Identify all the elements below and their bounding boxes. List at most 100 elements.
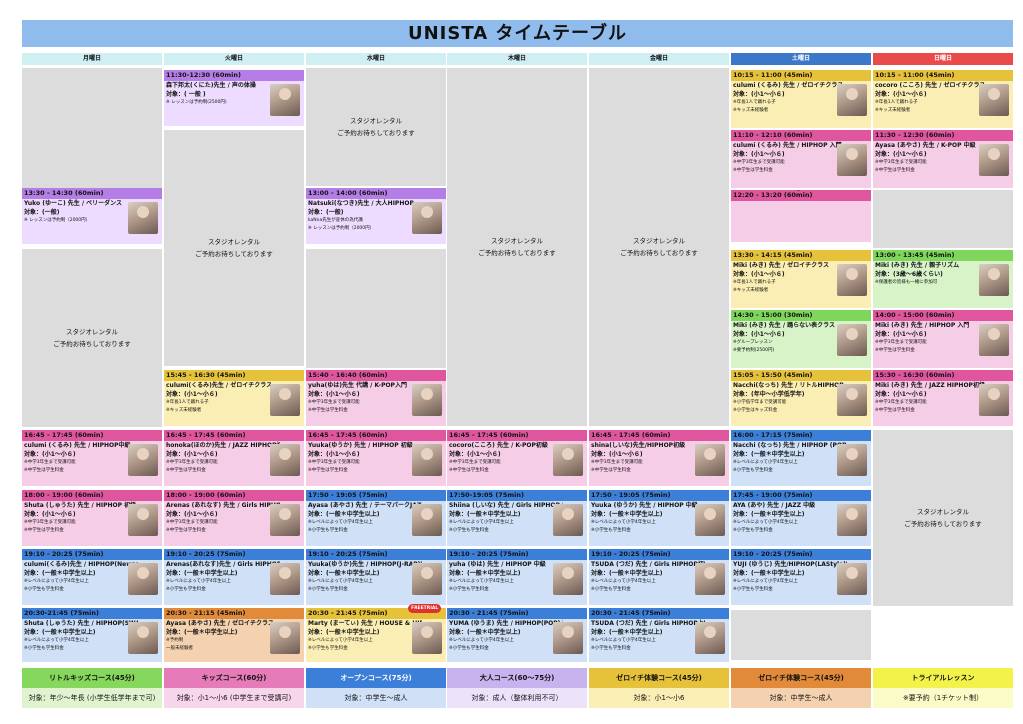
lesson-block[interactable]: 19:10 - 20:25 (75min)YUJI (ゆうじ) 先生/HIPHO… <box>731 549 871 605</box>
lesson-block[interactable]: 18:00 - 19:00 (60min)Arenas (あれなす) 先生 / … <box>164 490 304 546</box>
rental-block: スタジオレンタルご予約お待ちしております <box>22 249 162 427</box>
lesson-block[interactable]: 16:45 - 17:45 (60min)honoka(ほのか)先生 / JAZ… <box>164 430 304 486</box>
lesson-block[interactable]: 20:30 - 21:45 (75min)YUMA (ゆうま) 先生 / HIP… <box>447 608 587 662</box>
lesson-block[interactable]: 17:45 - 19:00 (75min)AYA (あや) 先生 / JAZZ … <box>731 490 871 546</box>
lesson-time: 15:45 - 16:30 (45min) <box>164 370 304 381</box>
lesson-target: 対象：(小1〜小６) <box>24 451 76 458</box>
lesson-block[interactable]: 15:05 - 15:50 (45min)Nacchi(なっち) 先生 / リト… <box>731 370 871 426</box>
lesson-block[interactable]: 11:30 - 12:30 (60min)Ayasa (あやさ) 先生 / K-… <box>873 130 1013 188</box>
lesson-note: ※年長1人で踊れる子 <box>733 100 776 105</box>
lesson-note: ※予約制 <box>166 638 184 643</box>
lesson-block[interactable]: 16:45 - 17:45 (60min)shina(しいな)先生/HIPHOP… <box>589 430 729 486</box>
rental-block: スタジオレンタルご予約お待ちしております <box>306 68 446 186</box>
lesson-block[interactable]: 20:30 - 21:45 (75min)TSUDA (つだ) 先生 / Gir… <box>589 608 729 662</box>
lesson-block[interactable]: 14:00 - 15:00 (60min)Miki (みき) 先生 / HIPH… <box>873 310 1013 368</box>
lesson-block[interactable]: 19:10 - 20:25 (75min)Yuuka(ゆうか)先生 / HIPH… <box>306 549 446 605</box>
lesson-block[interactable]: 15:30 - 16:30 (60min)Miki (みき) 先生 / JAZZ… <box>873 370 1013 426</box>
lesson-note: ※レベルによって小学4年生以上 <box>24 638 89 643</box>
lesson-note: ※レベルによって小学4年生以上 <box>733 520 798 525</box>
rental-note: ご予約お待ちしております <box>478 249 556 257</box>
teacher-photo <box>695 563 725 595</box>
teacher-photo <box>412 622 442 654</box>
lesson-block[interactable]: 19:10 - 20:25 (75min)TSUDA (つだ) 先生 / Gir… <box>589 549 729 605</box>
teacher-photo <box>837 563 867 595</box>
lesson-time: 20:30-21:45 (75min) <box>22 608 162 619</box>
teacher-photo <box>412 444 442 476</box>
lesson-block[interactable]: 19:10 - 20:25 (75min)Arenas(あれなす)先生 / Gi… <box>164 549 304 605</box>
lesson-block[interactable]: 17:50 - 19:05 (75min)Yuuka (ゆうか) 先生 / HI… <box>589 490 729 546</box>
rental-note: ご予約お待ちしております <box>53 340 131 348</box>
lesson-note: ※小学生も学生料金 <box>591 646 631 651</box>
lesson-block[interactable]: 11:30-12:30 (60min)森下邦太(くにた)先生 / 声の体操対象：… <box>164 70 304 126</box>
lesson-block[interactable]: 14:30 - 15:00 (30min)Miki (みき) 先生 / 踊らない… <box>731 310 871 368</box>
lesson-block[interactable]: 20:30 - 21:45 (75min)Marty (まーてぃ) 先生 / H… <box>306 608 446 662</box>
lesson-note: ※中学3年生まで受講可能 <box>166 520 218 525</box>
lesson-block[interactable]: 17:50 - 19:05 (75min)Ayasa (あやさ) 先生 / テー… <box>306 490 446 546</box>
lesson-note: ※中学3年生まで受講可能 <box>875 340 927 345</box>
lesson-block[interactable]: 12:20 - 13:20 (60min)coming soon… <box>731 190 871 242</box>
lesson-note: ※グループレッスン <box>733 340 773 345</box>
lesson-target: 対象：(一般＊中学生以上) <box>308 570 380 577</box>
lesson-teacher: Miki (みき) 先生 / JAZZ HIPHOP初級 <box>875 382 985 389</box>
lesson-block[interactable]: 13:00 - 14:00 (60min)Natsuki(なつき)先生 / 大人… <box>306 188 446 244</box>
lesson-block[interactable]: 16:45 - 17:45 (60min)culumi (くるみ) 先生 / H… <box>22 430 162 486</box>
lesson-teacher: YUJI (ゆうじ) 先生/HIPHOP(LAStyle)中級 <box>733 561 847 568</box>
teacher-photo <box>128 622 158 654</box>
lesson-block[interactable]: 20:30 - 21:15 (45min)Ayasa (あやさ) 先生 / ゼロ… <box>164 608 304 662</box>
rental-block: スタジオレンタルご予約お待ちしております <box>164 130 304 366</box>
lesson-note: ※中学3年生まで受講可能 <box>591 460 643 465</box>
teacher-photo <box>128 504 158 536</box>
lesson-note: ※年長1人で踊れる子 <box>733 280 776 285</box>
teacher-photo <box>270 504 300 536</box>
lesson-block[interactable]: 10:15 - 11:00 (45min)cocoro (こころ) 先生 / ゼ… <box>873 70 1013 128</box>
teacher-photo <box>270 384 300 416</box>
lesson-block[interactable]: 16:45 - 17:45 (60min)Yuuka(ゆうか) 先生 / HIP… <box>306 430 446 486</box>
legend-course: リトルキッズコース(45分) <box>22 668 162 688</box>
lesson-block[interactable]: 11:10 - 12:10 (60min)culumi (くるみ) 先生 / H… <box>731 130 871 188</box>
rental-note: ご予約お待ちしております <box>337 129 415 137</box>
teacher-photo <box>695 504 725 536</box>
lesson-block[interactable]: 13:30 - 14:15 (45min)Miki (みき) 先生 / ゼロイチ… <box>731 250 871 308</box>
lesson-block[interactable]: 17:50-19:05 (75min)Shiina (しいな) 先生 / Gir… <box>447 490 587 546</box>
lesson-block[interactable]: 19:10 - 20:25 (75min)culumi(くるみ)先生 / HIP… <box>22 549 162 605</box>
lesson-target: 対象：(小1〜小６) <box>591 451 643 458</box>
lesson-block[interactable]: 13:30 - 14:30 (60min)Yuko (ゆーこ) 先生 / ベリー… <box>22 188 162 244</box>
teacher-photo <box>979 324 1009 356</box>
lesson-block[interactable]: 15:45 - 16:30 (45min)culumi(くるみ)先生 / ゼロイ… <box>164 370 304 426</box>
teacher-photo <box>553 444 583 476</box>
lesson-target: 対象：(小1〜小６) <box>875 391 927 398</box>
lesson-block[interactable]: 20:30-21:45 (75min)Shuta (しゅうた) 先生 / HIP… <box>22 608 162 662</box>
lesson-block[interactable]: 15:40 - 16:40 (60min)yuha(ゆは)先生 代講 / K-P… <box>306 370 446 426</box>
teacher-photo <box>553 622 583 654</box>
teacher-photo <box>412 563 442 595</box>
lesson-block[interactable]: 19:10 - 20:25 (75min)yuha (ゆは) 先生 / HIPH… <box>447 549 587 605</box>
lesson-block[interactable]: 16:00 - 17:15 (75min)Nacchi (なっち) 先生 / H… <box>731 430 871 486</box>
lesson-time: 14:00 - 15:00 (60min) <box>873 310 1013 321</box>
coming-soon: coming soon… <box>731 190 871 191</box>
lesson-note: ※中学生は学生料金 <box>875 348 915 353</box>
lesson-time: 18:00 - 19:00 (60min) <box>22 490 162 501</box>
rental-block: スタジオレンタルご予約お待ちしております <box>589 68 729 426</box>
lesson-note: ※レベルによって小学4年生以上 <box>308 520 373 525</box>
lesson-note: ※キッズ未経験者 <box>875 108 911 113</box>
lesson-block[interactable]: 13:00 - 13:45 (45min)Miki (みき) 先生 / 親子リズ… <box>873 250 1013 308</box>
legend-target: 対象：小1〜小6 (中学生まで受講可) <box>164 688 304 708</box>
rental-note: ご予約お待ちしております <box>620 249 698 257</box>
lesson-note: ※中学3年生まで受講可能 <box>24 520 76 525</box>
lesson-note: ※中学生は学生料金 <box>24 468 64 473</box>
lesson-time: 20:30 - 21:45 (75min) <box>306 608 446 619</box>
lesson-teacher: Ayasa (あやさ) 先生 / テーマパークJAZZ <box>308 502 422 509</box>
lesson-block[interactable]: 16:45 - 17:45 (60min)cocoro(こころ) 先生 / K-… <box>447 430 587 486</box>
lesson-block[interactable]: 18:00 - 19:00 (60min)Shuta (しゅうた) 先生 / H… <box>22 490 162 546</box>
lesson-time: 16:45 - 17:45 (60min) <box>447 430 587 441</box>
rental-block: スタジオレンタルご予約お待ちしております <box>447 68 587 426</box>
lesson-block[interactable]: 10:15 - 11:00 (45min)culumi (くるみ) 先生 / ゼ… <box>731 70 871 128</box>
lesson-teacher: Yuuka(ゆうか) 先生 / HIPHOP 初級 <box>308 442 413 449</box>
teacher-photo <box>979 384 1009 416</box>
day-header: 日曜日 <box>873 53 1013 65</box>
lesson-time: 12:20 - 13:20 (60min) <box>731 190 871 201</box>
lesson-note: ※レベルによって小学4年生以上 <box>591 638 656 643</box>
day-header: 水曜日 <box>306 53 446 65</box>
lesson-time: 16:45 - 17:45 (60min) <box>22 430 162 441</box>
lesson-note: ※レベルによって小学4年生以上 <box>308 579 373 584</box>
